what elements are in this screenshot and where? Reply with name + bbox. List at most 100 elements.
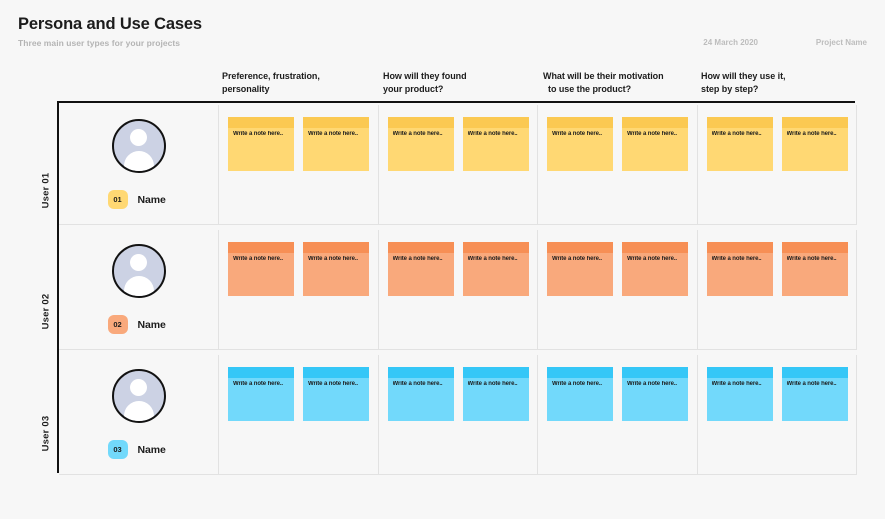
note-group: Write a note here.. Write a note here.. [387, 117, 529, 171]
note-group: Write a note here.. Write a note here.. [547, 117, 688, 171]
sticky-note-text: Write a note here.. [467, 381, 518, 387]
note-cell[interactable]: Write a note here.. Write a note here.. [538, 355, 698, 474]
sticky-note-text: Write a note here.. [233, 381, 284, 387]
note-cell[interactable]: Write a note here.. Write a note here.. [219, 105, 379, 224]
page-subtitle: Three main user types for your projects [18, 38, 181, 48]
page-header: Persona and Use Cases Three main user ty… [0, 0, 885, 60]
sticky-note-strip [228, 242, 294, 253]
column-header-preference: Preference, frustration, personality [222, 70, 372, 95]
persona-badge: 02 [107, 315, 128, 334]
sticky-note-text: Write a note here.. [467, 131, 518, 137]
sticky-note[interactable]: Write a note here.. [303, 117, 369, 171]
sticky-note[interactable]: Write a note here.. [547, 242, 613, 296]
sticky-note[interactable]: Write a note here.. [706, 242, 773, 296]
avatar-body-icon [123, 276, 154, 296]
sticky-note[interactable]: Write a note here.. [303, 367, 369, 421]
note-group: Write a note here.. Write a note here.. [387, 367, 529, 421]
sticky-note[interactable]: Write a note here.. [547, 117, 613, 171]
sticky-note-text: Write a note here.. [711, 256, 762, 262]
persona-board: User 01 User 02 User 03 01 Name Write a … [35, 101, 857, 475]
note-group: Write a note here.. Write a note here.. [387, 242, 529, 296]
note-cell[interactable]: Write a note here.. Write a note here.. [379, 355, 538, 474]
sticky-note-strip [387, 117, 454, 128]
header-project-name: Project Name [815, 38, 867, 47]
row-label-user-01: User 01 [40, 172, 52, 209]
sticky-note[interactable]: Write a note here.. [228, 367, 294, 421]
sticky-note-text: Write a note here.. [233, 131, 284, 137]
note-cell[interactable]: Write a note here.. Write a note here.. [379, 105, 538, 224]
row-label-user-02: User 02 [40, 293, 52, 330]
sticky-note[interactable]: Write a note here.. [462, 242, 529, 296]
sticky-note-text: Write a note here.. [233, 256, 284, 262]
persona-cell[interactable]: 01 Name [59, 105, 219, 224]
sticky-note[interactable]: Write a note here.. [706, 117, 773, 171]
sticky-note-strip [547, 367, 613, 378]
persona-name[interactable]: Name [137, 318, 166, 331]
sticky-note[interactable]: Write a note here.. [622, 117, 688, 171]
column-header-line1: What will be their motivation [543, 71, 664, 81]
avatar-head-icon [130, 379, 147, 396]
sticky-note-strip [228, 117, 294, 128]
sticky-note-strip [781, 242, 848, 253]
note-cell[interactable]: Write a note here..Write a note here.. [698, 355, 857, 474]
sticky-note-strip [781, 367, 848, 378]
persona-name[interactable]: Name [137, 443, 166, 456]
persona-cell[interactable]: 03 Name [59, 355, 219, 474]
sticky-note-strip [462, 367, 529, 378]
column-header-discovery: How will they found your product? [383, 70, 533, 95]
sticky-note[interactable]: Write a note here.. [462, 117, 529, 171]
note-group: Write a note here.. Write a note here.. [706, 242, 848, 296]
sticky-note[interactable]: Write a note here.. [706, 367, 773, 421]
column-header-line2: personality [222, 83, 270, 94]
avatar-body-icon [123, 151, 154, 171]
sticky-note[interactable]: Write a note here.. [228, 117, 294, 171]
sticky-note-strip [387, 367, 454, 378]
sticky-note[interactable]: Write a note here.. [781, 242, 848, 296]
sticky-note-text: Write a note here.. [392, 131, 443, 137]
sticky-note[interactable]: Write a note here.. [622, 242, 688, 296]
sticky-note-text: Write a note here.. [627, 256, 678, 262]
note-cell[interactable]: Write a note here.. Write a note here.. [379, 230, 538, 349]
sticky-note[interactable]: Write a note here.. [622, 367, 688, 421]
sticky-note-strip [547, 117, 613, 128]
column-header-line1: How will they use it, [701, 71, 786, 81]
column-header-line2: to use the product? [548, 83, 632, 94]
sticky-note-text: Write a note here.. [308, 381, 359, 387]
sticky-note-strip [706, 117, 773, 128]
column-header-line1: How will they found [383, 71, 467, 81]
table-row: 02 Name Write a note here..Write a note … [59, 230, 857, 350]
sticky-note-text: Write a note here.. [627, 381, 678, 387]
sticky-note-strip [622, 367, 688, 378]
sticky-note[interactable]: Write a note here.. [462, 367, 529, 421]
sticky-note[interactable]: Write a note here.. [781, 117, 848, 171]
sticky-note[interactable]: Write a note here.. [387, 242, 454, 296]
sticky-note[interactable]: Write a note here.. [303, 242, 369, 296]
note-cell[interactable]: Write a note here.. Write a note here.. [538, 230, 698, 349]
row-label-user-03: User 03 [40, 415, 52, 452]
persona-cell[interactable]: 02 Name [59, 230, 219, 349]
avatar-head-icon [130, 254, 147, 271]
sticky-note[interactable]: Write a note here.. [228, 242, 294, 296]
table-row: 01 Name Write a note here..Write a note … [59, 105, 857, 225]
sticky-note[interactable]: Write a note here.. [781, 367, 848, 421]
persona-name[interactable]: Name [137, 193, 166, 206]
sticky-note-strip [303, 367, 369, 378]
table-row: 03 Name Write a note here..Write a note … [59, 355, 857, 475]
note-cell[interactable]: Write a note here.. Write a note here.. [538, 105, 698, 224]
persona-table: 01 Name Write a note here..Write a note … [57, 101, 857, 475]
sticky-note-text: Write a note here.. [552, 131, 603, 137]
note-cell[interactable]: Write a note here.. Write a note here.. [698, 230, 857, 349]
note-cell[interactable]: Write a note here.. Write a note here.. [219, 230, 379, 349]
sticky-note-text: Write a note here.. [627, 131, 678, 137]
sticky-note-text: Write a note here.. [467, 256, 518, 262]
avatar [111, 119, 166, 173]
note-group: Write a note here..Write a note here.. [706, 367, 848, 421]
sticky-note[interactable]: Write a note here.. [387, 367, 454, 421]
note-cell[interactable]: Write a note here.. Write a note here.. [219, 355, 379, 474]
avatar [111, 369, 166, 423]
sticky-note-text: Write a note here.. [392, 381, 443, 387]
persona-identity: 02 Name [107, 315, 166, 334]
sticky-note[interactable]: Write a note here.. [387, 117, 454, 171]
note-cell[interactable]: Write a note here..Write a note here.. [698, 105, 857, 224]
sticky-note[interactable]: Write a note here.. [547, 367, 613, 421]
